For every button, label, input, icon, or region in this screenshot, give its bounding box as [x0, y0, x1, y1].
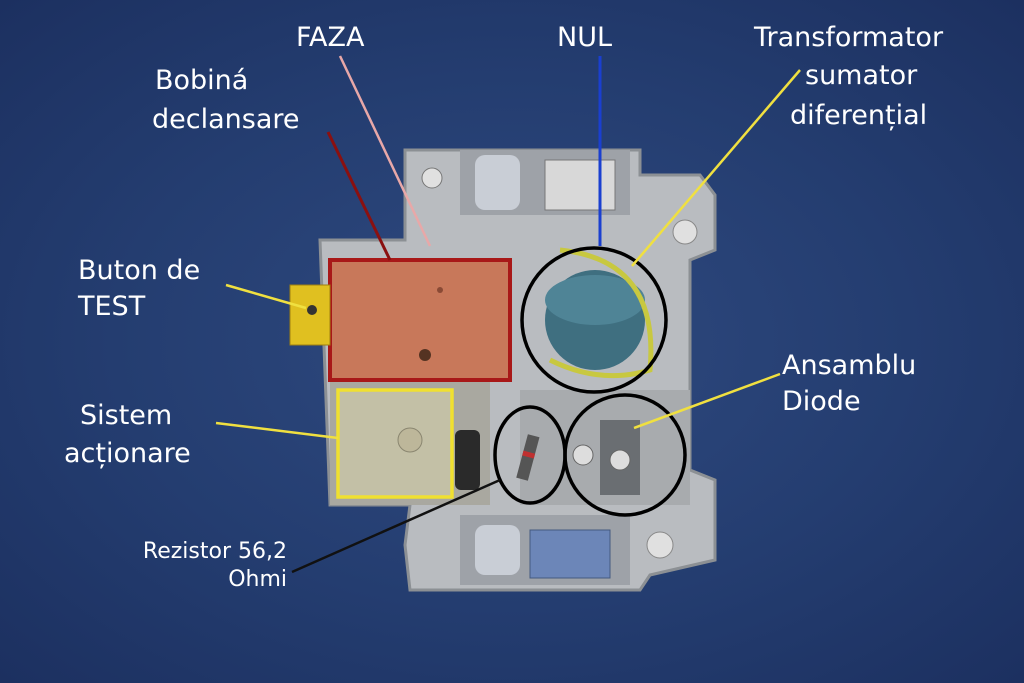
label-diode-1: Ansamblu [782, 350, 916, 381]
label-buton-2: TEST [77, 291, 146, 322]
label-sistem-2: acționare [64, 438, 191, 469]
label-sistem-1: Sistem [80, 400, 172, 431]
label-bobina-2: declansare [152, 104, 300, 135]
label-rezistor-1: Rezistor 56,2 [143, 539, 287, 564]
transformer-highlight-circle [520, 246, 668, 394]
test-button-photo [289, 284, 331, 346]
transformator-leader-line [631, 69, 801, 267]
label-rezistor-2: Ohmi [228, 567, 287, 592]
rezistor-leader-line [291, 478, 501, 574]
rcd-device-photo [289, 148, 717, 592]
label-bobina-1: Bobiná [155, 65, 248, 96]
label-buton-1: Buton de [78, 255, 200, 286]
label-transformator-2: sumator [805, 60, 918, 91]
actuation-highlight-box [336, 388, 454, 499]
trip-coil-plate [328, 258, 512, 382]
diode-highlight-circle [563, 393, 687, 517]
label-diode-2: Diode [782, 386, 861, 417]
diode-leader-line [633, 372, 781, 430]
label-transformator-1: Transformator [753, 22, 944, 53]
label-nul: NUL [557, 22, 612, 53]
bobina-leader-line [326, 131, 392, 261]
sistem-leader-line [215, 421, 339, 440]
buton-leader-line [225, 283, 307, 310]
label-transformator-3: diferențial [790, 100, 927, 131]
label-faza: FAZA [296, 22, 365, 53]
faza-leader-line [338, 55, 432, 247]
